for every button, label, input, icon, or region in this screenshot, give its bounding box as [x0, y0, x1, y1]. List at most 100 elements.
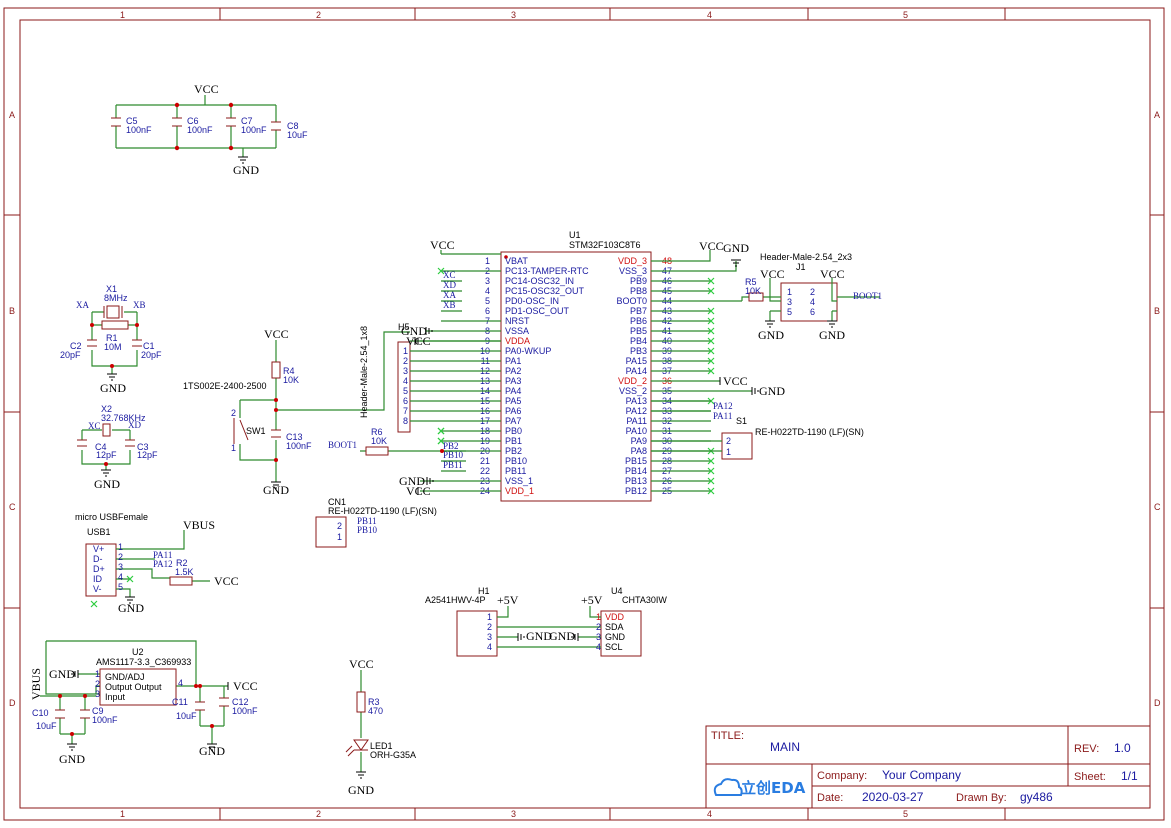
- ref-r5: R5: [745, 277, 757, 287]
- u1-pin-label: PA0-WKUP: [505, 346, 551, 356]
- val-x1: 8MHz: [104, 293, 128, 303]
- net-pb10: PB10: [357, 525, 378, 535]
- pin: 2: [95, 679, 100, 689]
- pin: 1: [726, 447, 731, 457]
- u1-pin-label: PB13: [625, 476, 647, 486]
- net-vcc: VCC: [233, 679, 258, 693]
- u1-pin-number: 5: [485, 296, 490, 306]
- u1-pin-number: 3: [485, 276, 490, 286]
- cloud-icon: [713, 778, 743, 796]
- net-gnd: GND: [59, 752, 85, 766]
- boot1-resistor: BOOT1 R6 10K: [328, 427, 501, 456]
- u1-pin-label: PB8: [630, 286, 647, 296]
- net-xc: XC: [443, 270, 456, 280]
- net-xb: XB: [443, 300, 456, 310]
- usb-pin-number: 5: [118, 582, 123, 592]
- col-label: 5: [903, 809, 908, 819]
- u1-pin-label: PA13: [626, 396, 647, 406]
- ref-c1: C1: [143, 341, 155, 351]
- net-vcc: VCC: [214, 574, 239, 588]
- connector-cn1: CN1 RE-H022TD-1190 (LF)(SN) 2 1 PB11 PB1…: [315, 497, 437, 548]
- u1-pin-label: PA2: [505, 366, 521, 376]
- net-vbus: VBUS: [29, 668, 43, 700]
- usb-pin-label: ID: [93, 574, 103, 584]
- ref-r2: R2: [176, 558, 188, 568]
- u1-pin-label: PA7: [505, 416, 521, 426]
- date-label: Date:: [817, 792, 843, 804]
- u1-pin-label: VBAT: [505, 256, 528, 266]
- col-label: 3: [511, 809, 516, 819]
- pin: 3: [487, 632, 492, 642]
- no-connect-mark: [437, 427, 445, 435]
- connector-s1: S1 RE-H022TD-1190 (LF)(SN) 2 1: [716, 416, 864, 460]
- usb-pin-label: D+: [93, 564, 105, 574]
- net-gnd: GND: [401, 324, 427, 338]
- ref-c2: C2: [70, 341, 82, 351]
- ref-x2: X2: [101, 404, 112, 414]
- u1-pin-label: PB1: [505, 436, 522, 446]
- col-label: 2: [316, 809, 321, 819]
- col-label: 2: [316, 10, 321, 20]
- name-s1: RE-H022TD-1190 (LF)(SN): [755, 427, 864, 437]
- ref-h5: H5: [398, 322, 410, 332]
- val-c10: 10uF: [36, 721, 57, 731]
- pin: 4: [810, 297, 815, 307]
- company-label: Company:: [817, 770, 867, 782]
- val-x2: 32.768KHz: [101, 413, 146, 423]
- no-connect-mark: [707, 487, 715, 495]
- no-connect-mark: [707, 477, 715, 485]
- u1-pin-label: PC13-TAMPER-RTC: [505, 266, 589, 276]
- u4-pin-label: SDA: [605, 622, 624, 632]
- net-xa: XA: [443, 290, 456, 300]
- net-vcc: VCC: [430, 238, 455, 252]
- u1-pin-label: PA3: [505, 376, 521, 386]
- decoupling-caps: VCC GND C5 100nF C6 100nF C7 100nF C8 10…: [111, 82, 308, 177]
- val-r4: 10K: [283, 375, 299, 385]
- net-xd: XD: [128, 420, 141, 430]
- pin: 5: [787, 307, 792, 317]
- u4-pin-label: GND: [605, 632, 626, 642]
- u1-pin-label: PA6: [505, 406, 521, 416]
- row-label: D: [1154, 698, 1161, 708]
- net-xc: XC: [88, 421, 101, 431]
- u1-pin-label: PA10: [626, 426, 647, 436]
- val-c11: 10uF: [176, 711, 197, 721]
- pin: 4: [487, 642, 492, 652]
- u1-pin-label: PA4: [505, 386, 521, 396]
- u1-pin-label: PB7: [630, 306, 647, 316]
- ref-c8: C8: [287, 121, 299, 131]
- header-j1: Header-Male-2.54_2x3 J1 R5 10K 1 3 5 2 4…: [741, 252, 882, 342]
- h5-pin: 7: [403, 406, 408, 416]
- usb-pin-label: D-: [93, 554, 103, 564]
- u1-pin-label: VSS_1: [505, 476, 533, 486]
- h5-pin: 5: [403, 386, 408, 396]
- usb-pin-label: V-: [93, 584, 102, 594]
- h5-pin: 3: [403, 366, 408, 376]
- ref-c9: C9: [92, 706, 104, 716]
- regulator-u2: U2 AMS1117-3.3_C369933 GND/ADJ Output Ou…: [29, 640, 258, 766]
- val-c7: 100nF: [241, 125, 267, 135]
- h5-pin: 2: [403, 356, 408, 366]
- u1-pin-label: PB12: [625, 486, 647, 496]
- u1-pin-label: PB11: [505, 466, 526, 476]
- pin: 3: [787, 297, 792, 307]
- drawn-label: Drawn By:: [956, 792, 1007, 804]
- u1-pin-number: 1: [485, 256, 490, 266]
- net-pa11: PA11: [713, 411, 732, 421]
- usb-pin-label: V+: [93, 544, 104, 554]
- net-xa: XA: [76, 300, 89, 310]
- ref-r3: R3: [368, 697, 380, 707]
- usb-pin-number: 3: [118, 562, 123, 572]
- lse-oscillator: X2 32.768KHz XC XD C4 12pF C3 12pF GND: [77, 404, 158, 491]
- net-pa12: PA12: [713, 401, 733, 411]
- u1-pin-label: PB2: [505, 446, 522, 456]
- row-label: A: [1154, 110, 1160, 120]
- date-value: 2020-03-27: [862, 790, 924, 804]
- name-cn1: RE-H022TD-1190 (LF)(SN): [328, 506, 437, 516]
- no-connect-mark: [707, 457, 715, 465]
- u1-pin-label: VDD_3: [618, 256, 647, 266]
- net-gnd: GND: [399, 474, 425, 488]
